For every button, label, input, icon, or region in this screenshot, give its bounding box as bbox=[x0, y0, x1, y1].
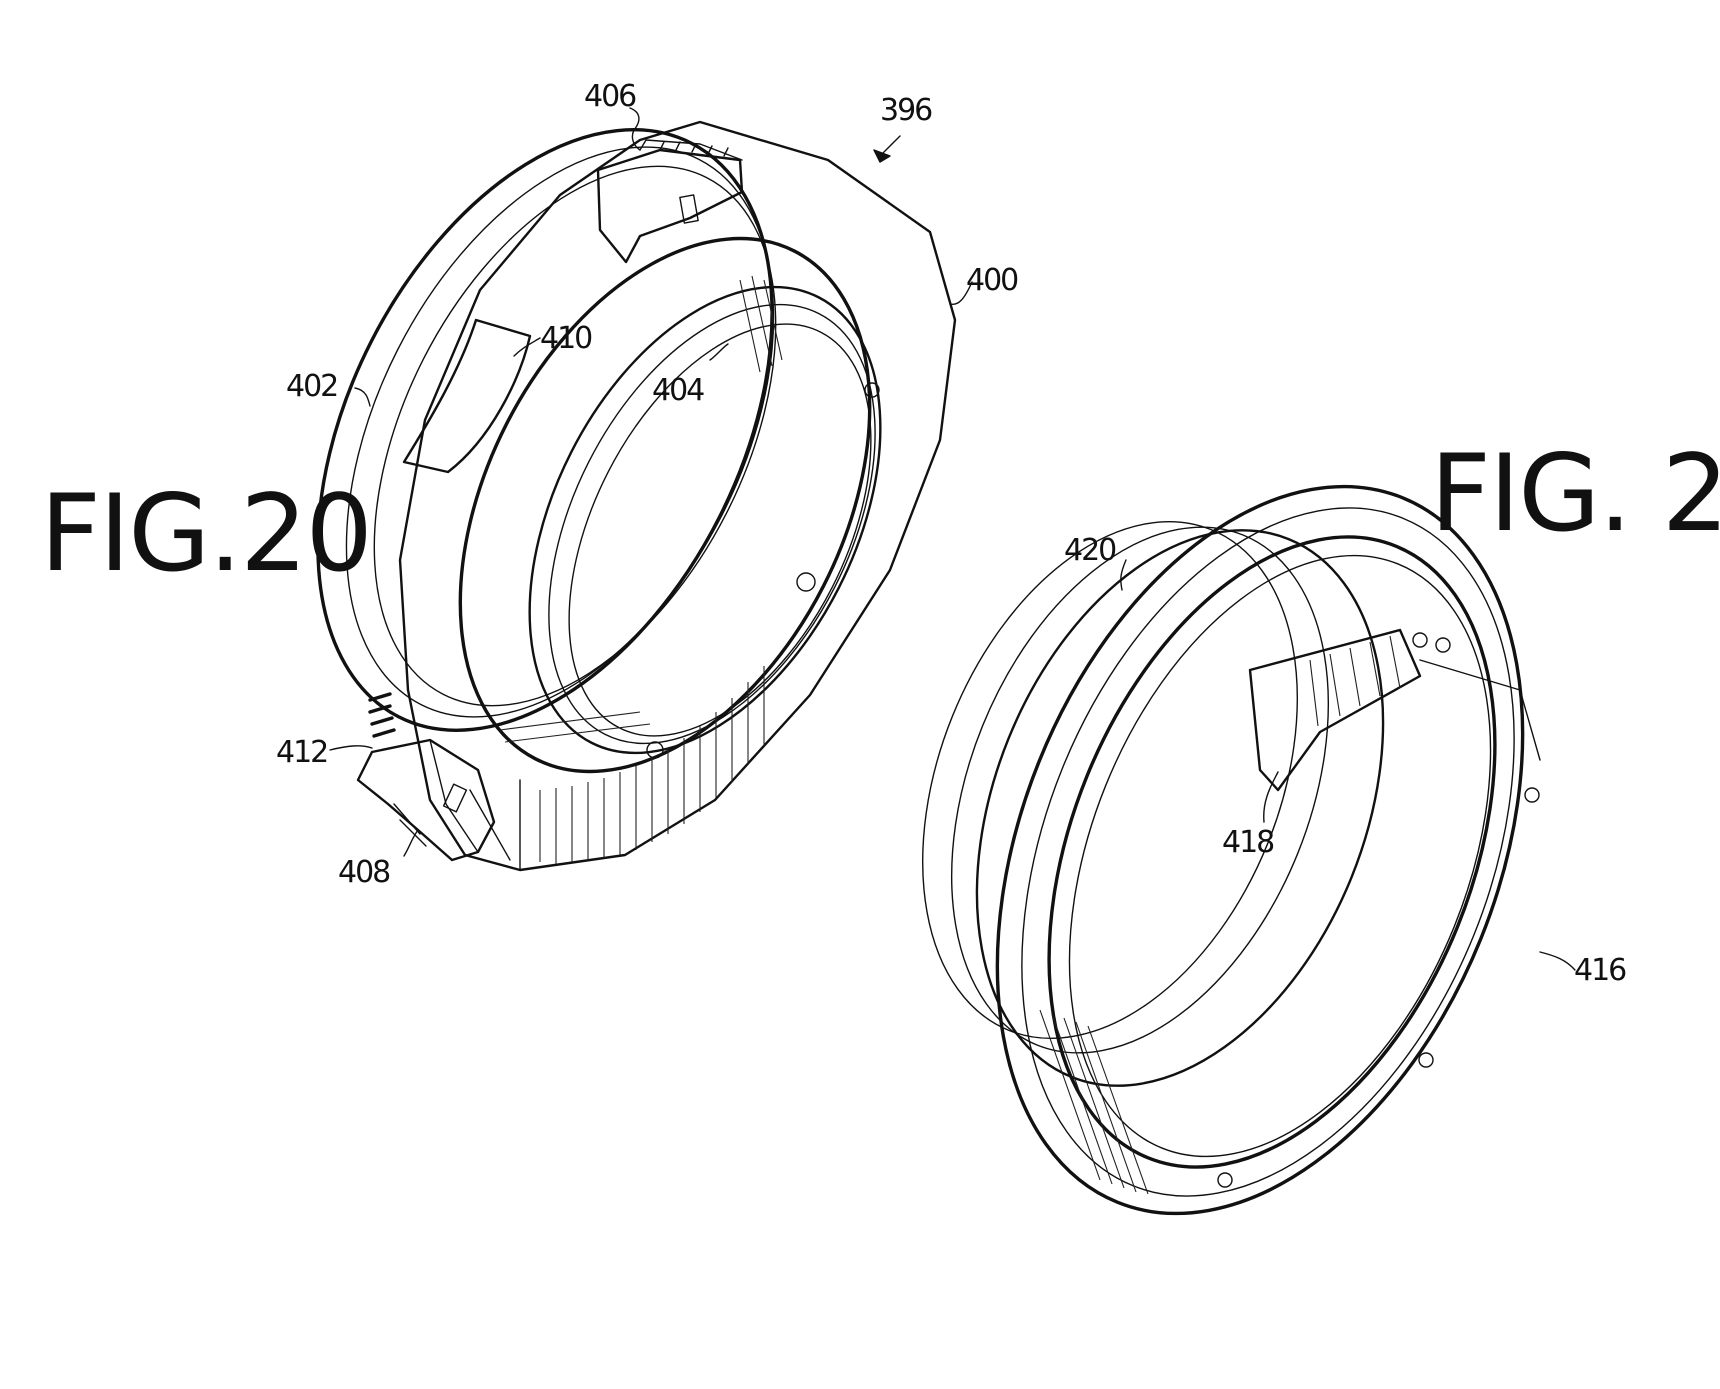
fig20-hole bbox=[796, 572, 816, 592]
fig20-back-rim-inner-edge bbox=[345, 146, 775, 718]
fig21-key-hatching bbox=[1309, 635, 1401, 727]
leader-418 bbox=[1263, 771, 1279, 823]
leader-416 bbox=[1539, 951, 1576, 971]
fig20-back-rim-groove bbox=[373, 165, 777, 707]
fig21-front-flange-outer bbox=[995, 484, 1525, 1216]
fig21-screw bbox=[1418, 1052, 1434, 1068]
leader-408 bbox=[403, 829, 419, 857]
leader-412 bbox=[329, 745, 373, 751]
fig21-rear-ring bbox=[922, 520, 1298, 1040]
leader-406 bbox=[629, 107, 641, 151]
fig20-tab-stripes bbox=[368, 692, 396, 738]
leader-396 bbox=[879, 135, 901, 157]
fig20-bottom-edge bbox=[469, 779, 521, 871]
fig21-title: FIG. 21 bbox=[1430, 432, 1720, 555]
fig21-barrel-hatching bbox=[1039, 1009, 1149, 1195]
fig20-bottom-latch-slot bbox=[442, 783, 468, 813]
fig20-top-latch-ridges bbox=[639, 139, 743, 161]
ref-402: 402 bbox=[286, 369, 337, 404]
fig20-window bbox=[402, 318, 532, 474]
fig21-screw bbox=[1217, 1172, 1233, 1188]
ref-408: 408 bbox=[338, 855, 390, 890]
ref-410: 410 bbox=[540, 321, 592, 356]
fig20-top-latch-slot bbox=[679, 194, 699, 224]
ref-404: 404 bbox=[652, 373, 704, 408]
ref-396: 396 bbox=[880, 93, 932, 128]
fig20-drawing bbox=[316, 120, 957, 872]
leader-404 bbox=[709, 343, 729, 361]
fig21-inner-wall bbox=[1419, 659, 1541, 761]
fig20-inner-bore-step bbox=[548, 303, 876, 745]
fig21-drawing bbox=[922, 484, 1541, 1216]
leader-396-arrow bbox=[873, 149, 891, 163]
fig21-key bbox=[1248, 628, 1422, 792]
fig20-hole bbox=[864, 382, 880, 398]
leader-400 bbox=[949, 281, 973, 306]
ref-400: 400 bbox=[966, 263, 1018, 298]
leader-402 bbox=[354, 387, 371, 407]
fig21-front-flange-bevel bbox=[1021, 507, 1515, 1197]
leader-lines bbox=[329, 107, 1576, 971]
ref-406: 406 bbox=[584, 79, 636, 114]
ref-416: 416 bbox=[1574, 953, 1626, 988]
fig20-bottom-latch bbox=[356, 738, 496, 862]
ref-418: 418 bbox=[1222, 825, 1274, 860]
fig21-bore bbox=[1068, 554, 1492, 1158]
fig21-front-flange-inner bbox=[1047, 535, 1497, 1169]
fig21-middle-ring bbox=[975, 529, 1385, 1087]
fig21-screw bbox=[1435, 637, 1451, 653]
leader-410 bbox=[513, 337, 541, 357]
fig21-screw bbox=[1524, 787, 1540, 803]
fig21-rear-ring-edge bbox=[950, 526, 1330, 1054]
ref-412: 412 bbox=[276, 735, 327, 770]
fig20-hole bbox=[646, 741, 664, 759]
fig20-bottom-latch-edges bbox=[393, 739, 479, 853]
fig20-front-face-opening bbox=[458, 236, 872, 774]
leader-420 bbox=[1120, 559, 1127, 591]
fig20-bottom-hatching bbox=[539, 666, 765, 864]
fig20-title: FIG.20 bbox=[40, 472, 371, 595]
fig21-screw bbox=[1412, 632, 1428, 648]
fig20-inner-bore bbox=[528, 285, 882, 755]
ref-420: 420 bbox=[1064, 533, 1116, 568]
fig20-top-latch bbox=[596, 148, 744, 264]
fig20-bore-hatching bbox=[499, 275, 783, 743]
